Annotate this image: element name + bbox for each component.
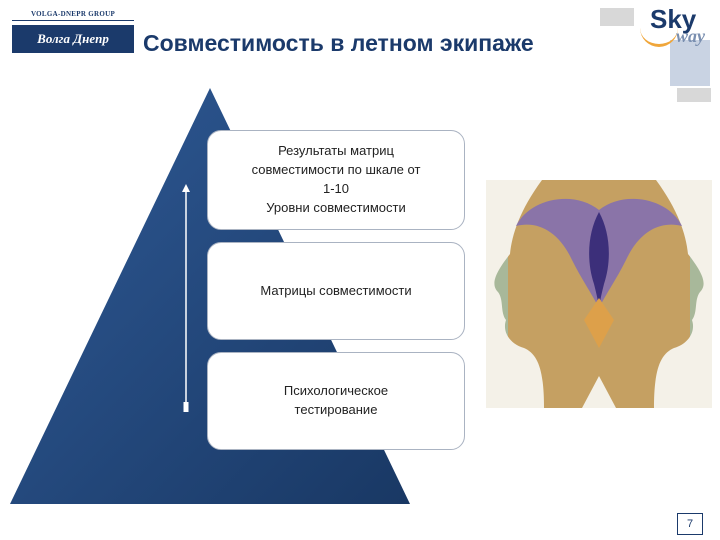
brand-name: Волга Днепр (37, 31, 109, 46)
logo-arc (640, 22, 678, 47)
page-title: Совместимость в летном экипаже (143, 30, 534, 56)
level-card-testing: Психологическое тестирование (207, 352, 465, 450)
decor-rect-2 (677, 88, 711, 102)
group-name: VOLGA-DNEPR GROUP (12, 10, 134, 21)
card-line: Матрицы совместимости (260, 282, 412, 298)
up-arrow-icon (182, 184, 190, 412)
level-card-matrices: Матрицы совместимости (207, 242, 465, 340)
decor-rect-1 (600, 8, 634, 26)
card-line: тестирование (294, 402, 378, 417)
page-number: 7 (677, 513, 703, 535)
skyway-logo: Sky way (640, 4, 716, 50)
decor-rect-3 (670, 40, 710, 86)
brand-box: Волга Днепр (12, 25, 134, 53)
two-faces-illustration (486, 180, 712, 408)
card-line: совместимости по шкале от (251, 162, 421, 178)
volga-dnepr-logo: VOLGA-DNEPR GROUP Волга Днепр (12, 10, 134, 53)
card-line: Уровни совместимости (266, 199, 406, 215)
level-card-results: Результаты матриц совместимости по шкале… (207, 130, 465, 230)
card-line: Результаты матриц (278, 143, 394, 159)
card-line: 1-10 (322, 181, 349, 196)
logo-sky-text: Sky (650, 4, 697, 34)
card-line: Психологическое (283, 383, 389, 399)
logo-way-text: way (676, 26, 705, 46)
